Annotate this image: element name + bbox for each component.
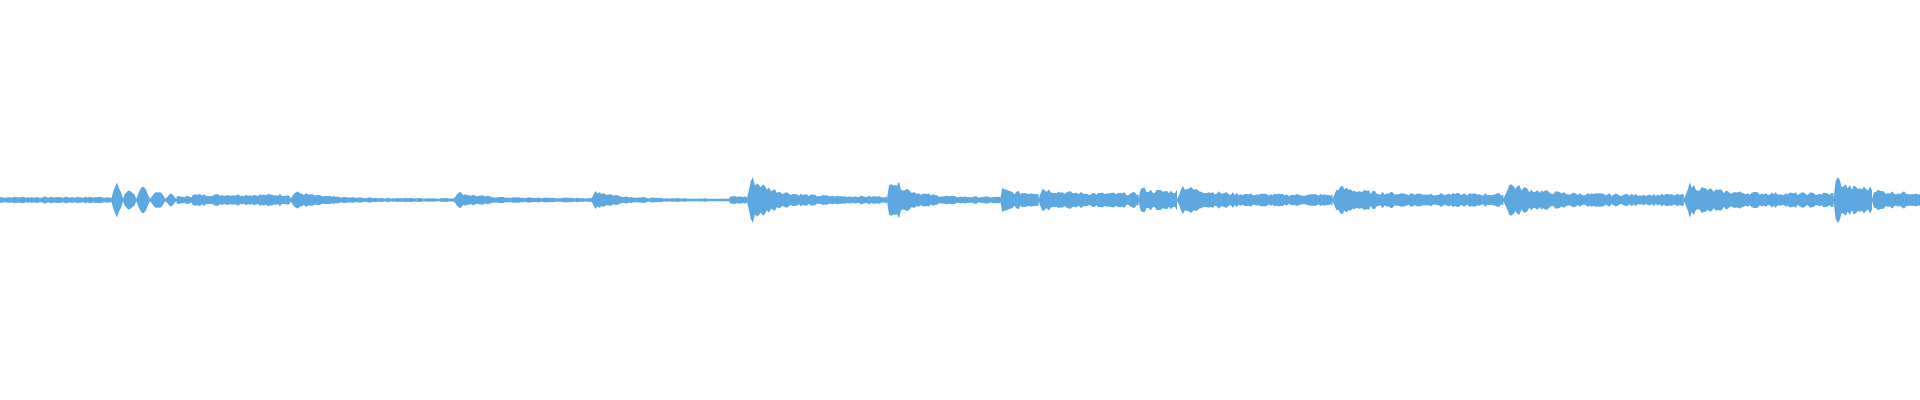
waveform-segments [0,177,1920,223]
